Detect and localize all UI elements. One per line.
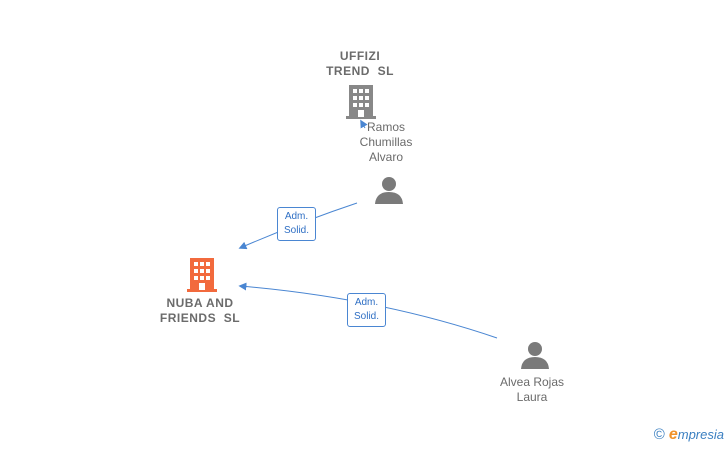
brand-logo-e: e xyxy=(668,426,678,443)
building-icon-uffizi[interactable] xyxy=(346,83,376,119)
ramos-line3: Alvaro xyxy=(368,150,403,164)
empresia-brand: ©empresia xyxy=(654,426,724,444)
person-icon-ramos[interactable] xyxy=(374,175,404,205)
alvea-line2: Laura xyxy=(516,390,548,404)
edge-label-ramos-nuba[interactable]: Adm. Solid. xyxy=(277,207,317,241)
edge-label-ramos-nuba-line1: Adm. xyxy=(284,211,309,222)
edge-label-alvea-nuba-line1: Adm. xyxy=(354,297,379,308)
edge-label-alvea-nuba-line2: Solid. xyxy=(354,311,380,322)
person-icon-alvea[interactable] xyxy=(520,340,550,370)
edge-ramos-to-uffizi xyxy=(360,119,368,129)
uffizi-line2: TREND SL xyxy=(326,64,394,78)
building-icon-nuba[interactable] xyxy=(186,256,218,292)
ramos-line1: Ramos xyxy=(366,120,405,134)
company-label-nuba[interactable]: NUBA AND FRIENDS SL xyxy=(145,296,255,326)
edge-label-ramos-nuba-line2: Solid. xyxy=(284,225,310,236)
person-label-ramos[interactable]: Ramos Chumillas Alvaro xyxy=(336,120,436,165)
alvea-line1: Alvea Rojas xyxy=(499,375,565,389)
brand-logo-text: mpresia xyxy=(677,427,724,442)
edge-label-alvea-nuba[interactable]: Adm. Solid. xyxy=(347,293,387,327)
nuba-line1: NUBA AND xyxy=(166,296,234,310)
nuba-line2: FRIENDS SL xyxy=(159,311,241,325)
ramos-line2: Chumillas xyxy=(359,135,413,149)
copyright-icon: © xyxy=(653,426,665,443)
uffizi-line1: UFFIZI xyxy=(339,49,381,63)
person-label-alvea[interactable]: Alvea Rojas Laura xyxy=(482,375,582,405)
company-label-uffizi[interactable]: UFFIZI TREND SL xyxy=(310,49,410,79)
